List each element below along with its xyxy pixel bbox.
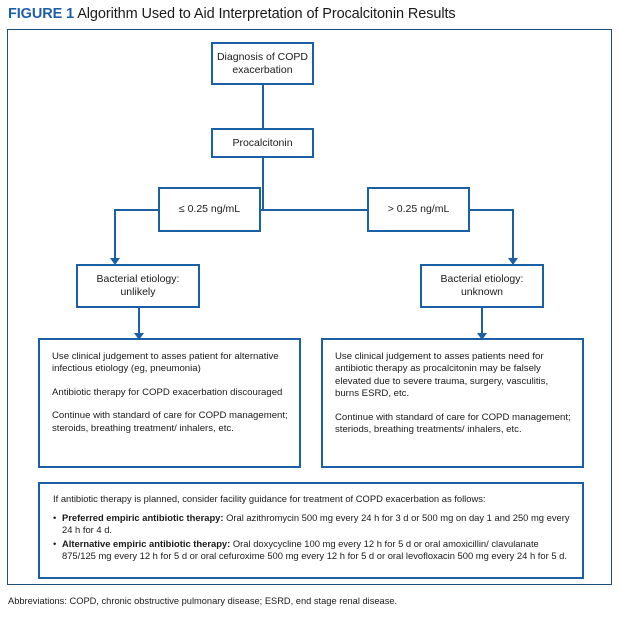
detail-right-paragraph-2: Continue with standard of care for COPD … [335, 411, 571, 436]
connector-threshold-bus [158, 209, 470, 211]
arrowhead-high-to-unknown [508, 258, 518, 265]
arrowhead-unlikely-to-detail-left [134, 333, 144, 340]
node-diagnosis-copd-label: Diagnosis of COPD exacerbation [216, 50, 309, 76]
connector-high-to-unknown-vertical [512, 209, 514, 263]
therapy-intro-text: If antibiotic therapy is planned, consid… [53, 493, 486, 504]
node-bacterial-etiology-unknown[interactable]: Bacterial etiology: unknown [420, 264, 544, 308]
node-bacterial-etiology-unlikely[interactable]: Bacterial etiology: unlikely [76, 264, 200, 308]
arrowhead-low-to-unlikely [110, 258, 120, 265]
flowchart-diagram: Diagnosis of COPD exacerbation Procalcit… [8, 30, 611, 584]
detail-left-paragraph-2: Antibiotic therapy for COPD exacerbation… [52, 386, 283, 398]
node-threshold-high[interactable]: > 0.25 ng/mL [367, 187, 470, 232]
arrowhead-unknown-to-detail-right [477, 333, 487, 340]
detail-right-paragraph-1: Use clinical judgement to asses patients… [335, 351, 549, 400]
node-diagnosis-copd[interactable]: Diagnosis of COPD exacerbation [211, 42, 314, 85]
node-etiology-unlikely-label: Bacterial etiology: unlikely [96, 273, 180, 298]
therapy-alternative-label: Alternative empiric antibiotic therapy: [62, 537, 231, 549]
abbreviations-footnote: Abbreviations: COPD, chronic obstructive… [8, 596, 398, 606]
connector-unlikely-to-detail-left [138, 307, 140, 338]
figure-title-text: Algorithm Used to Aid Interpretation of … [77, 6, 456, 22]
figure-border-frame: Diagnosis of COPD exacerbation Procalcit… [7, 29, 612, 585]
therapy-alternative-text: Oral doxycycline 100 mg every 12 h for 5… [62, 537, 567, 562]
detail-left-paragraph-3: Continue with standard of care for COPD … [52, 410, 288, 434]
connector-unknown-to-detail-right [481, 307, 483, 338]
therapy-preferred-label: Preferred empiric antibiotic therapy: [62, 511, 224, 523]
detail-box-negative-result[interactable]: Use clinical judgement to asses patient … [38, 338, 301, 468]
connector-procalcitonin-trunk [262, 157, 264, 210]
node-threshold-low-label: ≤ 0.25 ng/mL [178, 203, 241, 215]
node-threshold-low[interactable]: ≤ 0.25 ng/mL [158, 187, 261, 232]
node-procalcitonin-label: Procalcitonin [232, 136, 293, 149]
therapy-preferred-text: Oral azithromycin 500 mg every 24 h for … [62, 511, 570, 536]
detail-box-positive-result[interactable]: Use clinical judgement to asses patients… [321, 338, 584, 468]
therapy-regimen-list: Preferred empiric antibiotic therapy: Or… [53, 512, 570, 563]
detail-left-paragraph-1: Use clinical judgement to asses patient … [52, 351, 279, 375]
connector-low-to-unlikely-vertical [114, 209, 116, 263]
figure-title: FIGURE 1 Algorithm Used to Aid Interpret… [8, 4, 612, 26]
therapy-guidance-box[interactable]: If antibiotic therapy is planned, consid… [38, 482, 584, 579]
figure-number-label: FIGURE 1 [8, 6, 75, 22]
connector-diagnosis-to-procalcitonin [262, 85, 264, 128]
node-etiology-unknown-label: Bacterial etiology: unknown [440, 273, 524, 298]
node-procalcitonin[interactable]: Procalcitonin [211, 128, 314, 158]
therapy-list-item-alternative: Alternative empiric antibiotic therapy: … [53, 538, 570, 563]
therapy-list-item-preferred: Preferred empiric antibiotic therapy: Or… [53, 512, 570, 537]
connector-low-exit-horizontal [114, 209, 162, 211]
connector-high-exit-horizontal [466, 209, 514, 211]
node-threshold-high-label: > 0.25 ng/mL [387, 203, 450, 215]
